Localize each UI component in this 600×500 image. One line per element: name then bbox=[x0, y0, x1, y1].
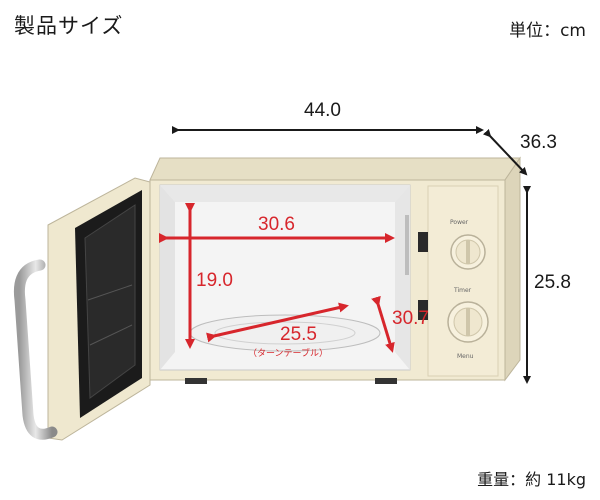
interior-depth-arrow bbox=[371, 295, 395, 353]
turntable-note: （ターンテーブル） bbox=[248, 349, 329, 359]
menu-label: Menu bbox=[457, 353, 474, 360]
width-label: 44.0 bbox=[304, 100, 341, 121]
depth-label: 36.3 bbox=[520, 132, 557, 153]
depth-arrow bbox=[482, 128, 528, 176]
page-title: 製品サイズ bbox=[14, 14, 124, 38]
control-panel bbox=[418, 185, 499, 377]
height-label: 25.8 bbox=[534, 272, 571, 293]
timer-label: Timer bbox=[454, 287, 472, 294]
interior-width-label: 30.6 bbox=[258, 214, 295, 235]
unit-label: 単位：cm bbox=[509, 21, 586, 41]
interior-depth-label: 30.7 bbox=[392, 308, 429, 329]
microwave-door[interactable] bbox=[47, 177, 151, 441]
power-label: Power bbox=[450, 219, 469, 226]
weight-label: 重量：約 11kg bbox=[477, 470, 586, 489]
power-dial[interactable] bbox=[450, 234, 486, 270]
foot-left bbox=[185, 378, 207, 384]
foot-right bbox=[375, 378, 397, 384]
turntable-arrow bbox=[206, 302, 349, 343]
door-handle[interactable] bbox=[13, 259, 58, 440]
interior-height-label: 19.0 bbox=[196, 270, 233, 291]
turntable-label: 25.5 bbox=[280, 324, 317, 345]
timer-dial[interactable] bbox=[447, 301, 489, 343]
